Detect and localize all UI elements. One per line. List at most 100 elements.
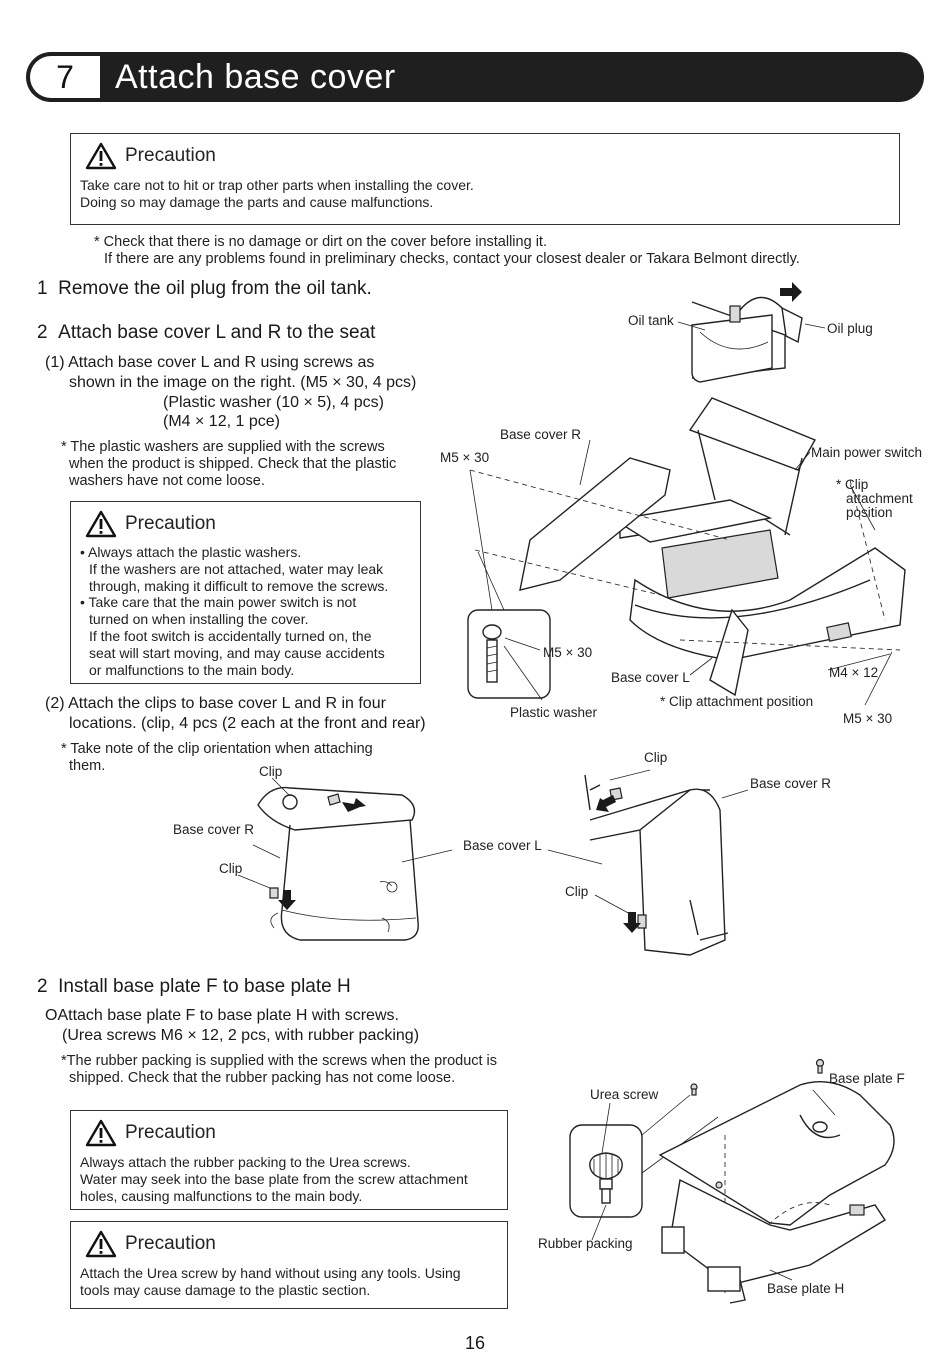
label-base-cover-r: Base cover R	[750, 776, 832, 791]
precaution-line: or malfunctions to the main body.	[89, 661, 295, 678]
label-clip-attachment-position: * Clip attachment position	[660, 694, 814, 709]
oil-tank-drawing	[691, 282, 803, 383]
urea-screw-detail	[569, 1094, 719, 1241]
base-cover-l-drawing	[709, 608, 749, 697]
label-oil-tank: Oil tank	[628, 313, 674, 328]
substep-3-note: *The rubber packing is supplied with the…	[61, 1053, 498, 1069]
base-cover-assembly-figure	[467, 282, 906, 706]
precaution-box-3: Precaution Always attach the rubber pack…	[70, 1110, 508, 1210]
substep-2-note: * Take note of the clip orientation when…	[61, 741, 373, 757]
warning-icon	[85, 510, 117, 538]
clip-attachment-figure	[237, 769, 749, 956]
substep-1-line: shown in the image on the right. (M5 × 3…	[69, 374, 417, 391]
label-line: * Clip	[836, 477, 869, 492]
substep-1-line: (Plastic washer (10 × 5), 4 pcs)	[163, 394, 384, 411]
precaution-line: seat will start moving, and may cause ac…	[89, 644, 385, 661]
section-number: 7	[56, 59, 74, 95]
precaution-text: Take care not to hit or trap other parts…	[80, 177, 474, 211]
substep-1-note: when the product is shipped. Check that …	[69, 456, 397, 472]
precaution-heading: Precaution	[85, 1119, 216, 1147]
label-clip: Clip	[644, 750, 668, 765]
leader-line	[401, 849, 453, 863]
leader-line	[769, 1269, 793, 1281]
substep-1-line: (M4 × 12, 1 pce)	[163, 413, 280, 430]
base-plate-f-drawing	[658, 1080, 895, 1295]
precaution-line: Doing so may damage the parts and cause …	[80, 193, 434, 210]
label-line: position	[846, 505, 893, 520]
precaution-line: Attach the Urea screw by hand without us…	[80, 1265, 461, 1281]
precaution-line: tools may cause damage to the plastic se…	[80, 1281, 371, 1298]
step-number: 2	[37, 322, 48, 343]
precaution-text: Always attach the rubber packing to the …	[80, 1154, 468, 1204]
precaution-line: If the washers are not attached, water m…	[89, 560, 384, 577]
precaution-text: • Always attach the plastic washers. If …	[80, 544, 388, 678]
label-base-plate-f: Base plate F	[829, 1071, 905, 1086]
label-oil-plug: Oil plug	[827, 321, 873, 336]
leader-lines	[237, 769, 749, 916]
substep-1-line: (1) Attach base cover L and R using scre…	[45, 354, 375, 371]
precaution-heading: Precaution	[85, 1230, 216, 1258]
precaution-title: Precaution	[125, 1122, 216, 1143]
substep-3-note: shipped. Check that the rubber packing h…	[69, 1070, 456, 1086]
label-rubber-packing: Rubber packing	[538, 1236, 633, 1251]
check-note-line-1: * Check that there is no damage or dirt …	[94, 234, 547, 250]
label-clip-attachment-position: * Clip attachment position	[836, 478, 913, 520]
base-plate-h-drawing	[661, 1178, 886, 1304]
step-3-heading: 2 Install base plate F to base plate H	[37, 976, 351, 998]
precaution-text: Attach the Urea screw by hand without us…	[80, 1265, 461, 1299]
warning-icon	[85, 1230, 117, 1258]
base-plate-figure	[569, 1058, 895, 1304]
page-number: 16	[464, 1333, 486, 1353]
step-text: Attach base cover L and R to the seat	[58, 322, 376, 343]
label-clip: Clip	[259, 764, 283, 779]
precaution-line: holes, causing malfunctions to the main …	[80, 1187, 363, 1204]
section-number-badge: 7	[30, 56, 100, 98]
precaution-line: turned on when installing the cover.	[89, 611, 309, 628]
substep-2-note: them.	[69, 758, 106, 774]
precaution-box-1: Precaution Take care not to hit or trap …	[70, 133, 900, 225]
substep-2-line: (2) Attach the clips to base cover L and…	[45, 695, 386, 712]
base-cover-r-drawing	[519, 457, 671, 591]
precaution-line: If the foot switch is accidentally turne…	[89, 627, 372, 644]
precaution-heading: Precaution	[85, 510, 216, 538]
check-note-line-2: If there are any problems found in preli…	[104, 251, 800, 267]
substep-1-note: washers have not come loose.	[69, 473, 265, 489]
precaution-box-2: Precaution • Always attach the plastic w…	[70, 501, 421, 684]
substep-3-line: (Urea screws M6 × 12, 2 pcs, with rubber…	[62, 1027, 420, 1044]
precaution-line: • Take care that the main power switch i…	[80, 594, 357, 611]
substep-1-note: * The plastic washers are supplied with …	[61, 439, 385, 455]
step-2-heading: 2 Attach base cover L and R to the seat	[37, 322, 375, 344]
precaution-line: through, making it difficult to remove t…	[89, 577, 389, 594]
warning-icon	[85, 142, 117, 170]
clip-front-drawing	[257, 786, 419, 941]
section-header-bar	[26, 52, 924, 102]
step-text: Remove the oil plug from the oil tank.	[58, 278, 372, 299]
label-clip: Clip	[219, 861, 243, 876]
label-base-cover-r: Base cover R	[173, 822, 255, 837]
label-m4-12: M4 × 12	[829, 665, 879, 680]
plastic-washer-detail	[467, 609, 551, 699]
label-line: attachment	[846, 491, 913, 506]
warning-icon	[85, 1119, 117, 1147]
label-urea-screw: Urea screw	[590, 1087, 659, 1102]
label-main-power-switch: Main power switch	[811, 445, 923, 460]
label-base-plate-h: Base plate H	[767, 1281, 845, 1296]
precaution-line: • Always attach the plastic washers.	[80, 544, 302, 560]
label-clip: Clip	[565, 884, 589, 899]
precaution-title: Precaution	[125, 513, 216, 534]
step-number: 2	[37, 976, 48, 997]
precaution-line: Always attach the rubber packing to the …	[80, 1154, 411, 1170]
clip-rear-drawing	[584, 774, 729, 956]
precaution-line: Water may seek into the base plate from …	[80, 1170, 468, 1187]
label-base-cover-l: Base cover L	[463, 838, 542, 853]
precaution-box-4: Precaution Attach the Urea screw by hand…	[70, 1221, 508, 1309]
step-text: Install base plate F to base plate H	[58, 976, 351, 997]
substep-2-line: locations. (clip, 4 pcs (2 each at the f…	[69, 715, 426, 732]
label-plastic-washer: Plastic washer	[510, 705, 598, 720]
precaution-heading: Precaution	[85, 142, 216, 170]
step-number: 1	[37, 278, 48, 299]
seat-frame-drawing	[613, 397, 906, 661]
precaution-line: Take care not to hit or trap other parts…	[80, 177, 474, 193]
label-m5-30: M5 × 30	[843, 711, 893, 726]
substep-3-line: OAttach base plate F to base plate H wit…	[45, 1007, 399, 1024]
